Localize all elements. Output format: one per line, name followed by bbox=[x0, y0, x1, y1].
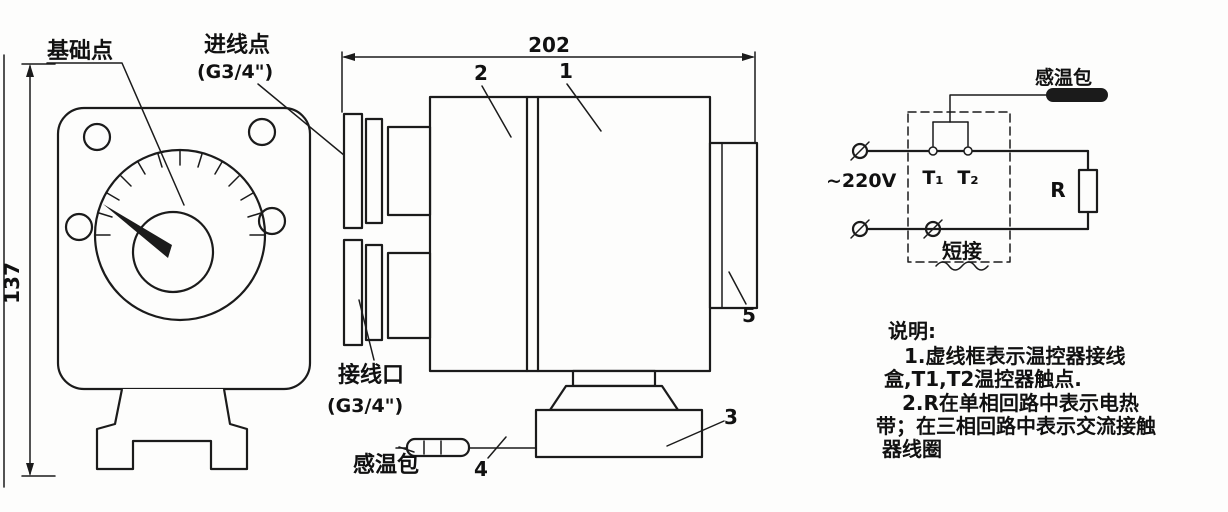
arrowhead bbox=[26, 64, 34, 77]
dimension-height-value: 137 bbox=[0, 262, 24, 304]
leader-line bbox=[481, 85, 512, 138]
arrowhead bbox=[26, 463, 34, 476]
leader-line bbox=[398, 446, 415, 453]
base-point-label: 基础点 bbox=[47, 38, 113, 64]
base-neck bbox=[571, 369, 657, 388]
side-view: 202 bbox=[327, 33, 759, 481]
terminal-slash bbox=[850, 219, 870, 239]
base-point-callout: 基础点 bbox=[46, 38, 185, 206]
terminal-circle bbox=[924, 220, 942, 238]
port-flange bbox=[342, 238, 364, 347]
part-callouts: 2 1 3 4 5 bbox=[474, 59, 756, 481]
mounting-bracket bbox=[95, 388, 249, 471]
voltage-label: ~220V bbox=[826, 170, 897, 192]
wiring-port-label: 接线口 bbox=[338, 362, 404, 388]
terminal-slash bbox=[850, 141, 870, 161]
notes-heading: 说明: bbox=[888, 319, 936, 343]
dial-hub bbox=[131, 210, 215, 294]
port-block bbox=[386, 125, 432, 217]
sensor-bulb-shape bbox=[1046, 88, 1108, 102]
arrowhead bbox=[742, 53, 755, 61]
notes-line: 盒,T1,T2温控器触点. bbox=[883, 367, 1082, 391]
load-resistor: R bbox=[1050, 149, 1099, 231]
contact-point bbox=[963, 146, 973, 156]
dial-tick-marks bbox=[95, 150, 265, 236]
leader-line bbox=[566, 83, 602, 132]
schematic-sensor-bulb: 感温包 bbox=[949, 66, 1108, 123]
base-plate bbox=[534, 408, 704, 459]
junction-box-dashed-outline bbox=[907, 111, 1011, 263]
circuit-schematic: ~220V T₁ T₂ 短接 R bbox=[826, 66, 1108, 271]
sensor-bulb-assembly bbox=[395, 437, 537, 458]
capillary-line bbox=[949, 94, 1047, 123]
part4-number: 4 bbox=[474, 457, 488, 481]
dimension-height: 137 bbox=[0, 63, 56, 477]
inlet-point-callout: 进线点 (G3/4") bbox=[197, 32, 363, 171]
inlet-point-label: 进线点 bbox=[204, 32, 270, 58]
bolt-hole bbox=[257, 206, 287, 236]
lower-conduit-port bbox=[342, 238, 432, 347]
port-flange bbox=[342, 112, 364, 230]
dimension-width: 202 bbox=[341, 33, 756, 143]
front-view: 137 基础点 进线点 (G3/4") bbox=[0, 32, 363, 477]
bolt-hole bbox=[247, 117, 277, 147]
wiring-thread-label: (G3/4") bbox=[327, 395, 403, 417]
arrowhead bbox=[342, 53, 355, 61]
dial-needle bbox=[103, 204, 172, 258]
sensor-bulb-label: 感温包 bbox=[1035, 66, 1092, 89]
notes-line: 1.虚线框表示温控器接线 bbox=[904, 344, 1126, 368]
short-circuit-label: 短接 bbox=[942, 239, 982, 263]
leader-line bbox=[487, 436, 507, 459]
contact1-label: T₁ bbox=[922, 167, 943, 189]
leader-line bbox=[358, 299, 375, 361]
dial-face bbox=[93, 148, 267, 322]
port-flange bbox=[364, 243, 384, 342]
part3-number: 3 bbox=[724, 405, 738, 429]
bolt-hole bbox=[64, 212, 94, 242]
notes-line: 带；在三相回路中表示交流接触 bbox=[876, 414, 1156, 438]
contact2-label: T₂ bbox=[957, 167, 978, 189]
base-taper bbox=[548, 384, 680, 412]
sensor-bulb-label: 感温包 bbox=[353, 452, 419, 478]
leader-line bbox=[666, 420, 725, 447]
part2-number: 2 bbox=[474, 61, 488, 85]
controller-body bbox=[428, 95, 712, 373]
port-flange bbox=[364, 117, 384, 225]
terminal-slash bbox=[923, 219, 943, 239]
part5-number: 5 bbox=[742, 303, 756, 327]
port-block bbox=[386, 251, 432, 340]
notes-line: 器线圈 bbox=[881, 437, 942, 461]
emphasis-wave bbox=[935, 261, 989, 271]
notes-block: 说明: 1.虚线框表示温控器接线 盒,T1,T2温控器触点. 2.R在单相回路中… bbox=[876, 319, 1156, 461]
dimension-width-value: 202 bbox=[528, 33, 570, 57]
resistor-label: R bbox=[1050, 178, 1065, 202]
notes-line: 2.R在单相回路中表示电热 bbox=[902, 391, 1139, 415]
part1-number: 1 bbox=[559, 59, 573, 83]
thermostat-contacts: T₁ T₂ bbox=[922, 121, 979, 189]
bolt-hole bbox=[82, 122, 112, 152]
shorted-terminal: 短接 bbox=[923, 219, 989, 271]
leader-line bbox=[46, 62, 185, 206]
wiring-port-callout: 接线口 (G3/4") bbox=[327, 299, 404, 417]
resistor-symbol bbox=[1077, 168, 1099, 214]
contact-point bbox=[928, 146, 938, 156]
sensor-bulb-callout: 感温包 bbox=[353, 446, 419, 478]
end-cap bbox=[708, 141, 759, 310]
upper-conduit-port bbox=[342, 112, 432, 230]
leader-line bbox=[728, 271, 747, 305]
inlet-thread-label: (G3/4") bbox=[197, 61, 273, 83]
